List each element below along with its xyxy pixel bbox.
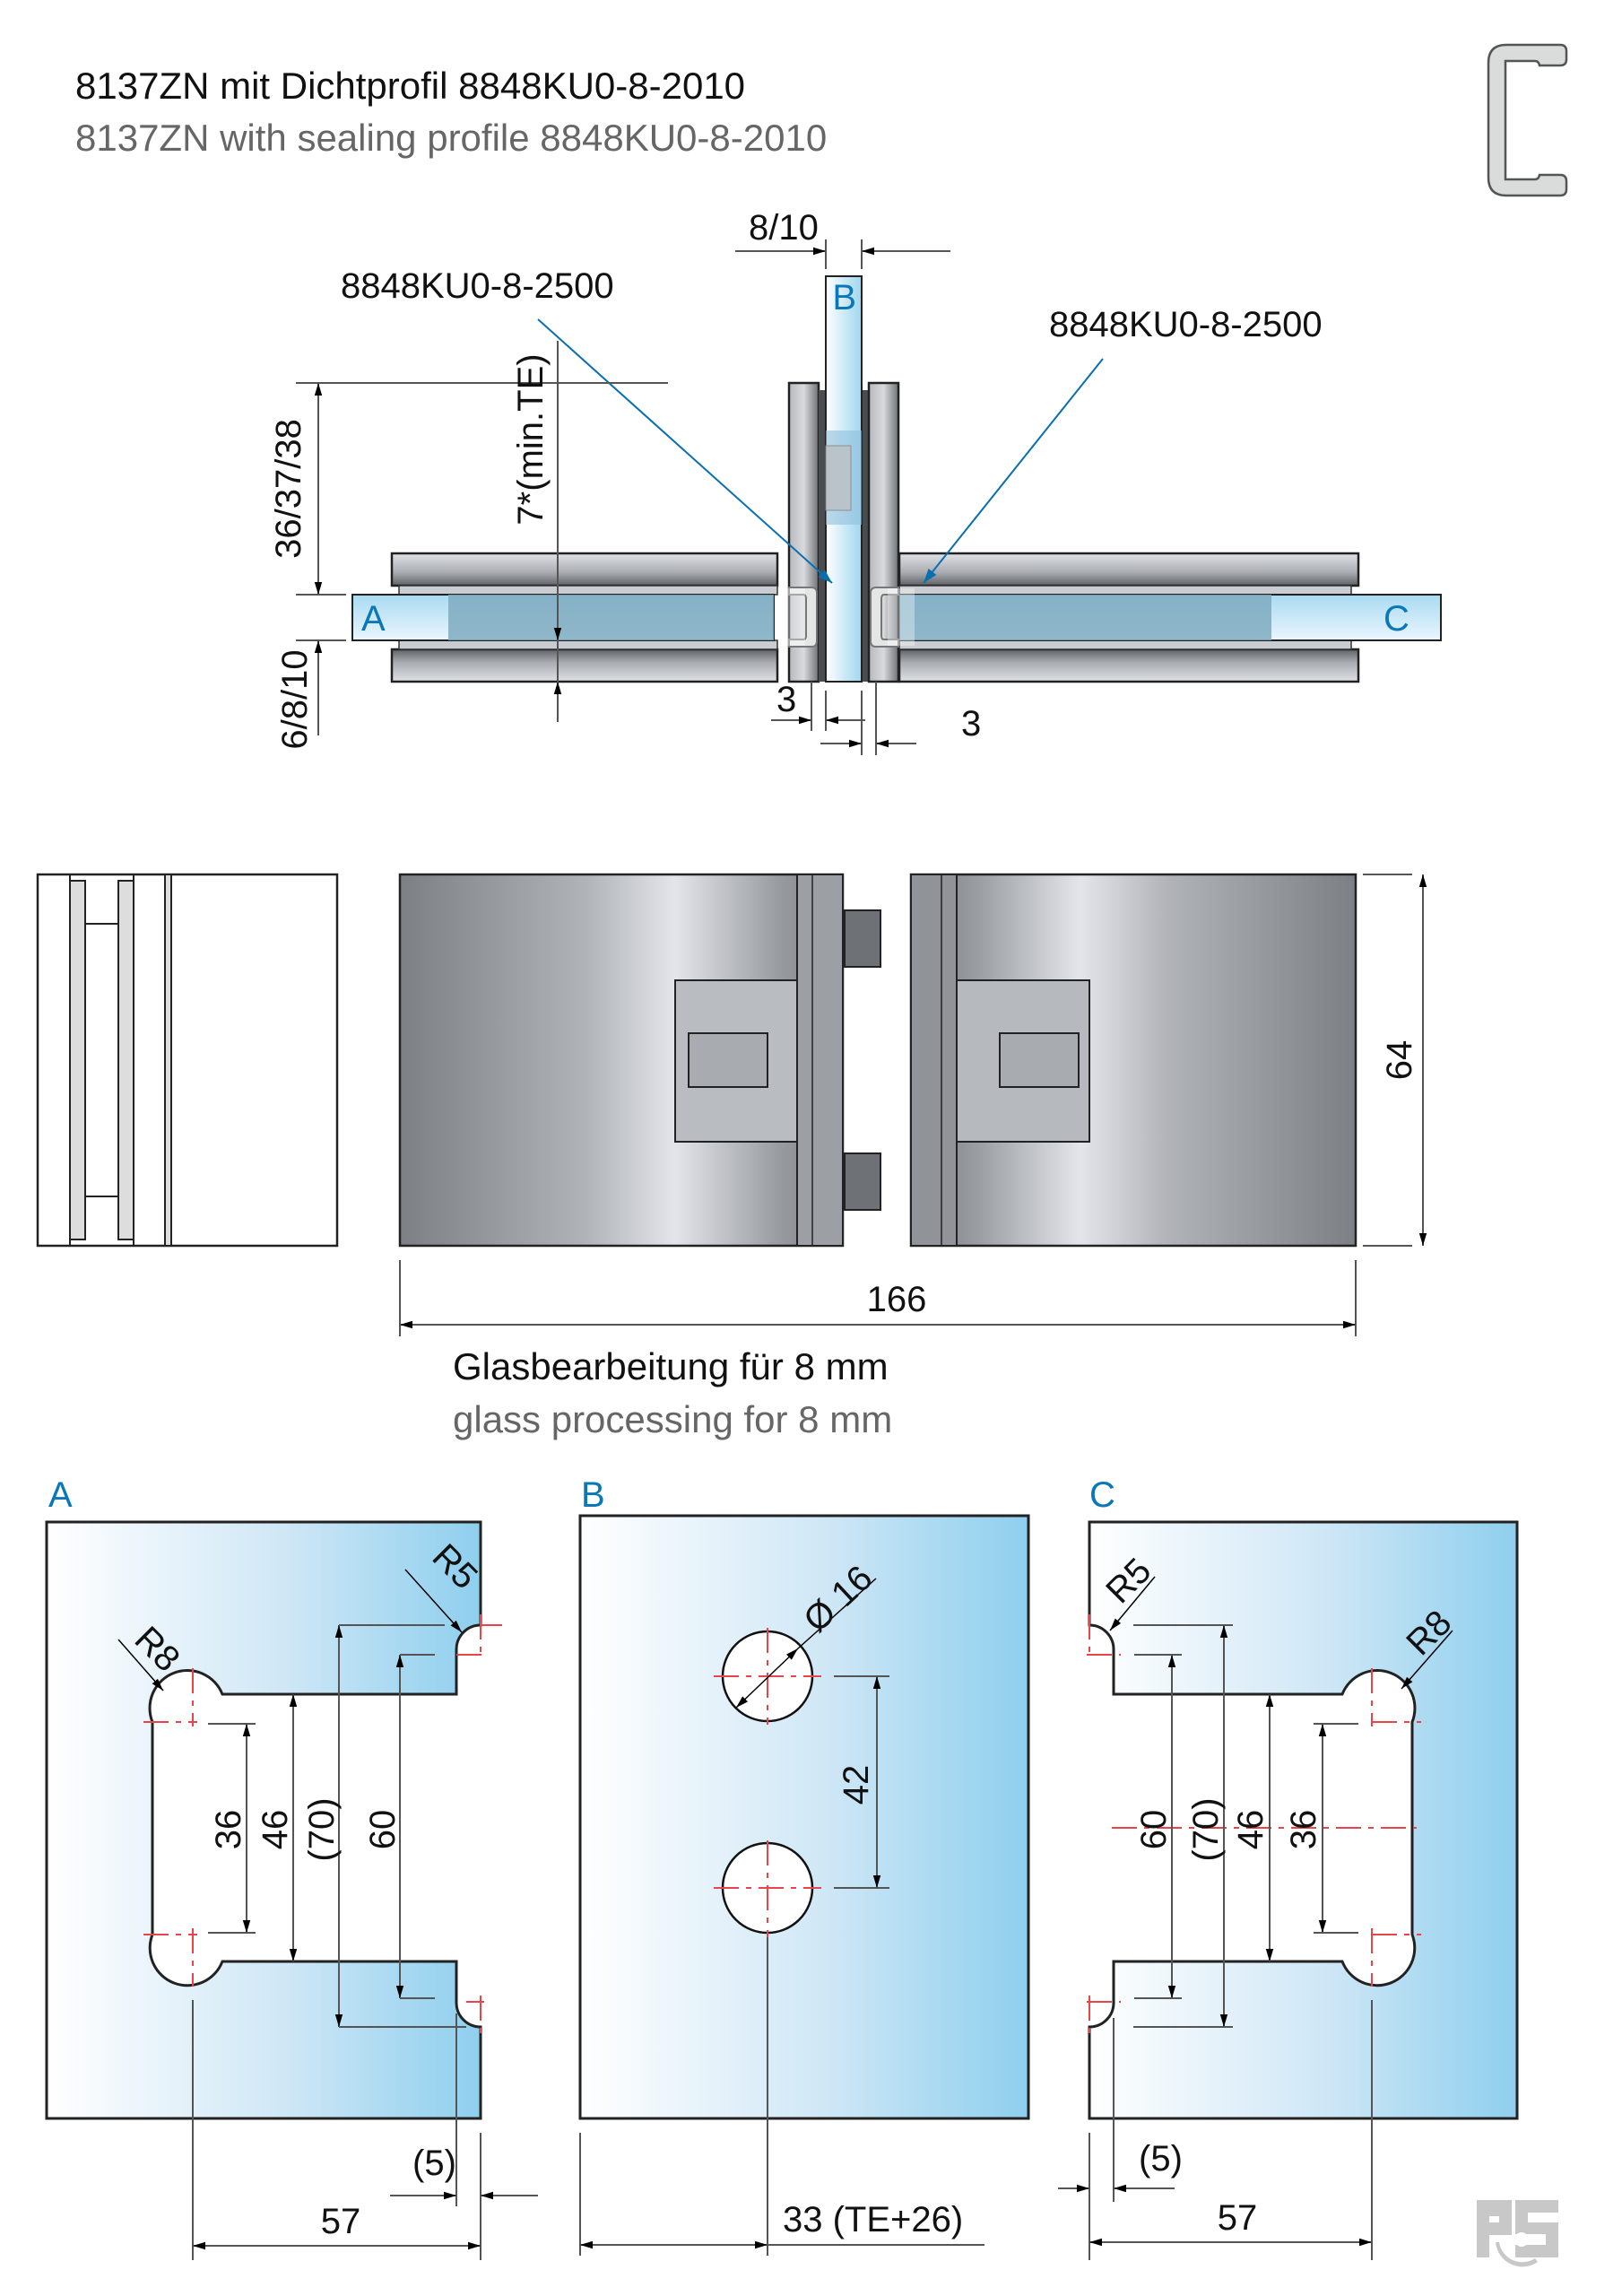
panel-b-hole-spacing: 42 — [837, 1765, 876, 1805]
section-view: A C B 8848KU0-8-2500 8848KU0-8-2500 8/10 — [269, 208, 1442, 755]
post-right — [867, 381, 900, 683]
panel-a-dim-70: (70) — [302, 1797, 342, 1861]
hinge-pin-top — [844, 909, 881, 968]
dim-gap-right: 3 — [961, 704, 981, 744]
dim-height-front: 64 — [1380, 1040, 1419, 1081]
clamp-bar-top-left — [390, 552, 779, 587]
dim-width-front: 166 — [867, 1280, 927, 1319]
title-german: 8137ZN mit Dichtprofil 8848KU0-8-2010 — [75, 65, 745, 107]
clamp-bar-bottom-left — [390, 648, 779, 683]
dim-glass-thickness: 8/10 — [749, 208, 819, 248]
dim-min-te: 7*(min.TE) — [511, 353, 551, 525]
clamp-bar-bottom-right — [898, 648, 1360, 683]
panel-a-dim-36: 36 — [209, 1810, 248, 1850]
panel-a-dim-width: 57 — [321, 2202, 361, 2241]
callout-left-label: 8848KU0-8-2500 — [341, 266, 614, 306]
clamp-bar-top-right — [898, 552, 1360, 587]
panel-b-dim-offset: 33 (TE+26) — [783, 2200, 963, 2239]
front-view — [398, 873, 1357, 1248]
panel-c-dim-36: 36 — [1284, 1810, 1323, 1850]
glass-b-label: B — [832, 278, 856, 317]
glass-c-label: C — [1383, 599, 1409, 639]
hinge-pin-bottom — [844, 1152, 881, 1211]
panel-a-dim-46: 46 — [256, 1810, 295, 1850]
seal-profile-left — [788, 587, 818, 648]
panel-c: C R5 R8 60 (70) 46 36 (5) 57 — [1058, 1475, 1519, 2260]
glass-processing-heading-en: glass processing for 8 mm — [453, 1398, 892, 1440]
panel-c-dim-70: (70) — [1186, 1797, 1226, 1861]
panel-c-label: C — [1089, 1475, 1115, 1515]
dim-height-section: 36/37/38 — [269, 419, 308, 559]
panel-a: A R8 R5 36 46 (70) 60 (5) 57 — [45, 1475, 538, 2260]
panel-c-dim-edge: (5) — [1139, 2139, 1183, 2179]
front-view-dimensions: 64 166 — [399, 874, 1427, 1336]
panel-b: B Ø 16 42 33 (TE+26) — [578, 1475, 1030, 2256]
panel-c-dim-60: 60 — [1134, 1810, 1174, 1850]
panel-b-label: B — [581, 1475, 605, 1515]
title-english: 8137ZN with sealing profile 8848KU0-8-20… — [75, 117, 827, 159]
callout-right-label: 8848KU0-8-2500 — [1049, 305, 1323, 344]
panel-c-dim-46: 46 — [1231, 1810, 1271, 1850]
seal-profile-right — [870, 587, 899, 648]
glass-a-label: A — [361, 599, 386, 639]
panel-a-label: A — [48, 1475, 73, 1515]
dim-gap-left: 3 — [776, 680, 796, 719]
panel-a-dim-60: 60 — [363, 1810, 403, 1850]
c-profile-icon — [1487, 43, 1568, 197]
panel-a-dim-edge: (5) — [412, 2144, 456, 2183]
dim-offset-section: 6/8/10 — [275, 649, 315, 749]
rs-logo — [1477, 2200, 1558, 2267]
side-view — [36, 873, 339, 1248]
panel-c-dim-width: 57 — [1218, 2198, 1258, 2238]
glass-processing-heading-de: Glasbearbeitung für 8 mm — [453, 1345, 889, 1387]
